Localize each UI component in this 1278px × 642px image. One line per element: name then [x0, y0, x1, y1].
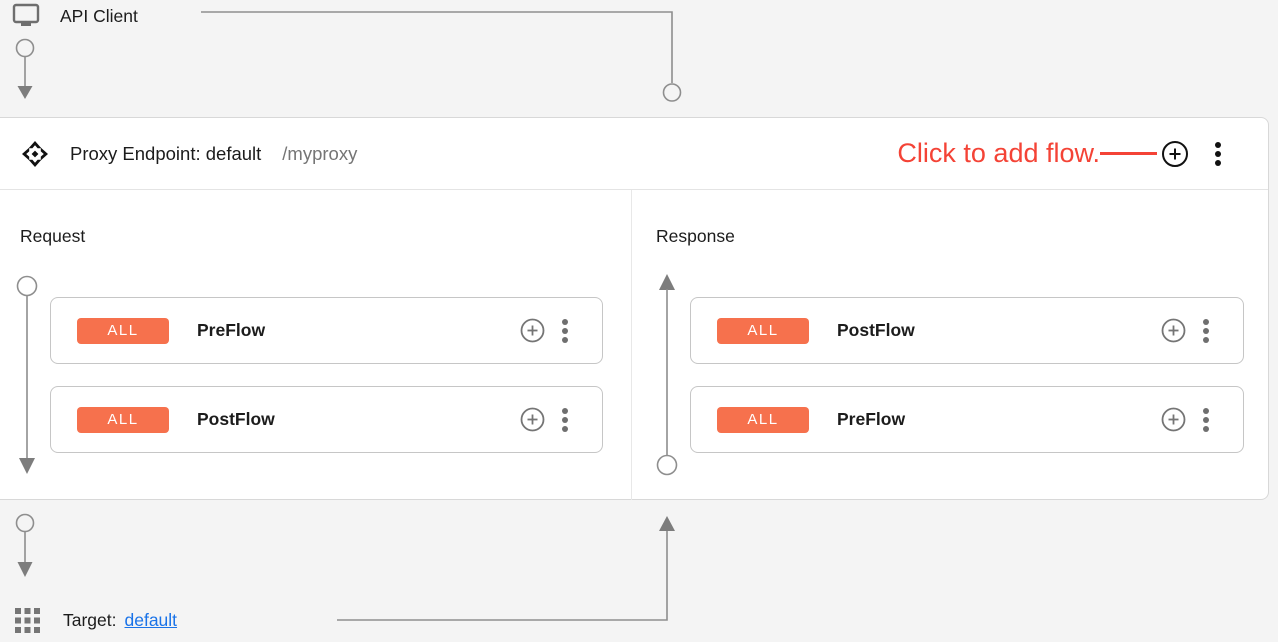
proxy-endpoint-path: /myproxy [282, 142, 358, 164]
condition-badge: ALL [717, 317, 809, 344]
flow-menu-button[interactable] [1202, 317, 1210, 345]
connector-request-flow [16, 275, 38, 474]
flow-menu-button[interactable] [561, 317, 569, 345]
flow-card-request-preflow[interactable]: ALL PreFlow [50, 297, 603, 364]
kebab-menu-icon [562, 407, 568, 432]
plus-circle-icon [520, 318, 545, 343]
annotation-pointer-line [1100, 152, 1157, 155]
plus-circle-icon [1161, 407, 1186, 432]
condition-badge: ALL [77, 317, 169, 344]
proxy-endpoint-menu-button[interactable] [1214, 140, 1222, 168]
add-policy-button[interactable] [1160, 317, 1187, 344]
target-label: Target: [63, 610, 117, 630]
connector-client-to-proxy [201, 11, 682, 102]
flow-name: PreFlow [197, 320, 266, 340]
kebab-menu-icon [1203, 407, 1209, 432]
monitor-icon [12, 3, 40, 26]
add-flow-annotation: Click to add flow. [897, 138, 1100, 168]
add-flow-button[interactable] [1160, 139, 1190, 169]
add-policy-button[interactable] [519, 406, 546, 433]
kebab-menu-icon [562, 318, 568, 343]
condition-badge: ALL [717, 406, 809, 433]
api-client: API Client [12, 3, 138, 29]
connector-client-down [15, 38, 35, 99]
kebab-menu-icon [1203, 318, 1209, 343]
flow-card-response-postflow[interactable]: ALL PostFlow [690, 297, 1244, 364]
proxy-endpoint-title: Proxy Endpoint: default [70, 142, 262, 164]
add-policy-button[interactable] [519, 317, 546, 344]
plus-circle-icon [1162, 140, 1188, 167]
request-label: Request [20, 226, 86, 246]
flow-name: PostFlow [197, 409, 275, 429]
plus-circle-icon [520, 407, 545, 432]
target-default-link[interactable]: default [124, 610, 178, 630]
flow-card-response-preflow[interactable]: ALL PreFlow [690, 386, 1244, 453]
response-label: Response [656, 226, 735, 246]
plus-circle-icon [1161, 318, 1186, 343]
condition-badge: ALL [77, 406, 169, 433]
connector-proxy-to-target [15, 513, 35, 577]
flow-card-request-postflow[interactable]: ALL PostFlow [50, 386, 603, 453]
api-client-label: API Client [60, 5, 138, 26]
connector-response-flow [656, 274, 678, 476]
connector-target-to-response [337, 516, 675, 621]
add-policy-button[interactable] [1160, 406, 1187, 433]
target-endpoint: Target: default [14, 607, 177, 634]
proxy-endpoint-header: Proxy Endpoint: default /myproxy Click t… [0, 118, 1268, 190]
kebab-menu-icon [1215, 141, 1221, 166]
flow-menu-button[interactable] [1202, 406, 1210, 434]
flow-name: PreFlow [837, 409, 906, 429]
flow-name: PostFlow [837, 320, 915, 340]
flow-menu-button[interactable] [561, 406, 569, 434]
request-response-divider [631, 190, 632, 500]
proxy-endpoint-icon [22, 140, 48, 167]
grid-icon [15, 608, 40, 633]
